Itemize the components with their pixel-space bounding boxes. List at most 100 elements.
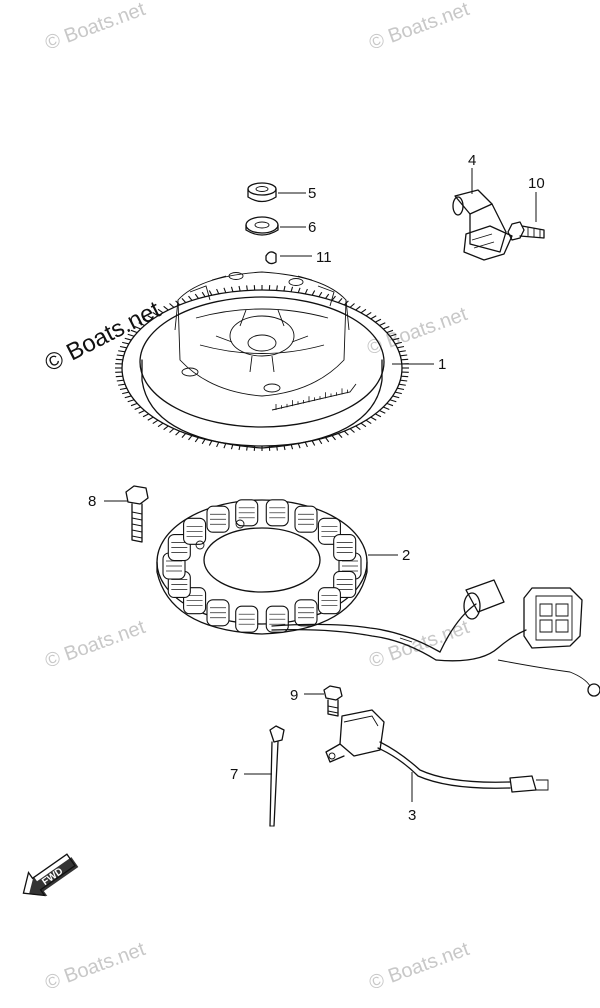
gear-tooth xyxy=(400,354,408,357)
gear-tooth xyxy=(386,402,394,407)
gear-tooth xyxy=(115,375,123,378)
gear-tooth xyxy=(331,435,336,441)
gear-tooth xyxy=(370,315,377,320)
gear-tooth xyxy=(138,409,145,414)
gear-tooth xyxy=(383,325,390,330)
gear-tooth xyxy=(379,322,386,327)
gear-tooth xyxy=(124,337,132,341)
gear-tooth xyxy=(175,430,181,436)
watermark-bottom-right: © Boats.net xyxy=(366,938,472,995)
gear-tooth xyxy=(223,287,227,293)
gear-tooth xyxy=(318,438,323,445)
gear-tooth xyxy=(118,383,126,386)
part-8-bolt xyxy=(125,485,149,543)
flywheel-timing-scale xyxy=(275,388,348,410)
gear-tooth xyxy=(383,406,390,411)
gear-tooth xyxy=(188,435,193,441)
gear-tooth xyxy=(169,428,175,433)
gear-tooth xyxy=(389,399,397,403)
gear-tooth xyxy=(304,288,308,295)
part-2-stator xyxy=(156,499,600,697)
gear-tooth xyxy=(400,379,408,382)
gear-tooth xyxy=(127,333,135,337)
gear-tooth xyxy=(208,290,213,296)
watermark-lower-left: © Boats.net xyxy=(42,616,148,673)
gear-tooth xyxy=(152,311,159,317)
gear-tooth xyxy=(375,413,382,418)
callout-8: 8 xyxy=(88,493,96,510)
watermarks: © Boats.net © Boats.net © Boats.net © Bo… xyxy=(40,0,472,995)
callout-9: 9 xyxy=(290,687,298,704)
watermark-main: © Boats.net xyxy=(40,296,165,377)
gear-tooth xyxy=(318,291,323,298)
gear-tooth xyxy=(169,303,175,308)
callout-11: 11 xyxy=(316,249,332,266)
gear-tooth xyxy=(360,308,367,314)
gear-tooth xyxy=(122,391,129,395)
gear-tooth xyxy=(379,409,386,414)
gear-tooth xyxy=(365,311,372,317)
gear-tooth xyxy=(134,406,141,411)
gear-tooth xyxy=(349,303,355,308)
gear-tooth xyxy=(188,295,193,301)
gear-tooth xyxy=(130,402,138,407)
gear-tooth xyxy=(398,350,406,353)
gear-tooth xyxy=(216,288,220,295)
gear-tooth xyxy=(130,329,138,334)
gear-tooth xyxy=(116,354,124,357)
gear-tooth xyxy=(115,358,123,361)
gear-tooth xyxy=(290,286,294,292)
gear-tooth xyxy=(118,350,126,353)
gear-tooth xyxy=(325,293,330,299)
gear-tooth xyxy=(365,419,372,425)
gear-tooth xyxy=(208,440,213,446)
gear-tooth xyxy=(392,337,400,341)
gear-tooth xyxy=(355,425,361,431)
gear-tooth xyxy=(138,322,145,327)
leader-lines xyxy=(104,168,537,802)
gear-tooth xyxy=(230,286,234,292)
fwd-arrow: FWD xyxy=(22,853,79,897)
gear-tooth xyxy=(349,428,355,433)
watermark-top-left: © Boats.net xyxy=(42,0,148,55)
gear-tooth xyxy=(297,287,301,293)
callout-5: 5 xyxy=(308,185,316,202)
gear-tooth xyxy=(311,290,316,296)
gear-tooth xyxy=(157,308,164,314)
gear-tooth xyxy=(331,295,336,301)
gear-tooth xyxy=(147,315,154,320)
part-10-bolt xyxy=(507,221,545,241)
stator-coils xyxy=(162,499,362,633)
callout-labels: 5 6 11 1 4 10 8 2 9 7 3 xyxy=(88,152,545,824)
gear-tooth xyxy=(355,305,361,311)
gear-tooth xyxy=(311,440,316,446)
watermark-mid-right: © Boats.net xyxy=(364,303,470,360)
gear-tooth xyxy=(134,325,141,330)
gear-tooth xyxy=(163,305,169,311)
gear-tooth xyxy=(122,341,129,345)
callout-1: 1 xyxy=(438,356,446,373)
gear-tooth xyxy=(360,422,367,428)
gear-tooth xyxy=(397,387,405,391)
part-11-key xyxy=(265,251,277,265)
gear-tooth xyxy=(401,375,409,378)
part-6-washer xyxy=(245,216,279,236)
part-9-bolt xyxy=(323,685,343,717)
gear-tooth xyxy=(119,345,127,349)
gear-tooth xyxy=(398,383,406,386)
gear-tooth xyxy=(395,341,402,345)
gear-tooth xyxy=(238,285,241,292)
callout-4: 4 xyxy=(468,152,476,169)
gear-tooth xyxy=(201,291,206,298)
gear-tooth xyxy=(116,379,124,382)
gear-tooth xyxy=(152,419,159,425)
callout-6: 6 xyxy=(308,219,316,236)
gear-tooth xyxy=(304,441,308,448)
gear-tooth xyxy=(370,416,377,421)
gear-tooth xyxy=(389,333,397,337)
gear-tooth xyxy=(276,285,278,291)
callout-2: 2 xyxy=(402,547,410,564)
gear-tooth xyxy=(142,413,149,418)
gear-tooth xyxy=(201,438,206,445)
